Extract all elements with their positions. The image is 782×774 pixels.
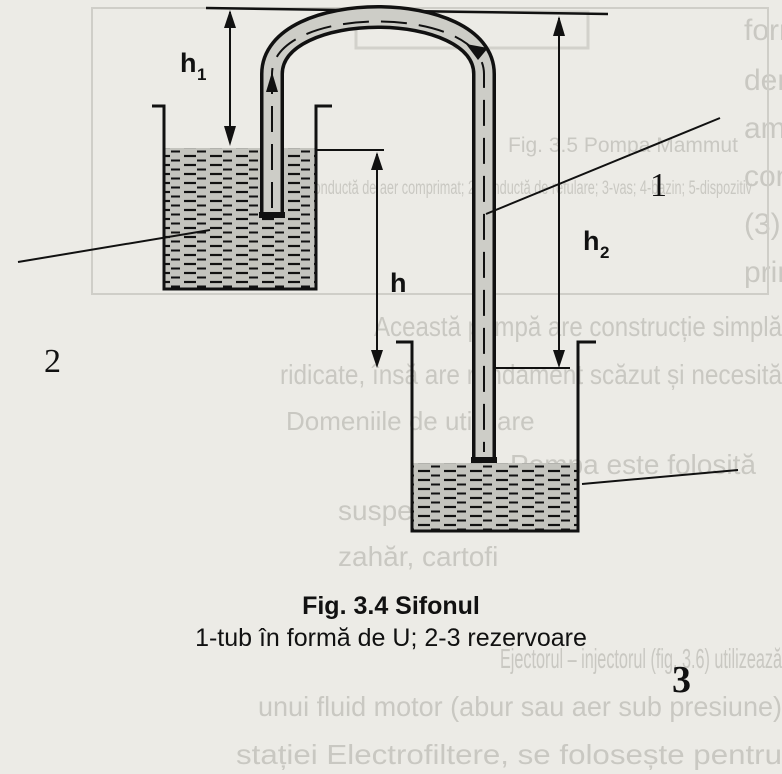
figure-caption-subtitle: 1-tub în formă de U; 2-3 rezervoare	[195, 624, 587, 652]
label-h1-subscript: 1	[197, 65, 206, 84]
bleed-line: (3).	[744, 208, 782, 241]
bleed-line: Fig. 3.5 Pompa Mammut	[508, 134, 738, 157]
bleed-line: Ejectorul – injectorul (fig. 3.6) utiliz…	[500, 643, 782, 674]
dimension-h1: h 1	[180, 10, 236, 146]
leader-line-1	[485, 117, 721, 215]
arrow-down-icon	[371, 350, 383, 368]
left-reservoir-liquid	[165, 148, 315, 288]
dimension-h: h	[371, 152, 407, 368]
u-tube	[259, 5, 497, 463]
u-tube-inlet	[259, 212, 285, 218]
arrow-up-icon	[553, 16, 565, 36]
bleed-line: stației Electrofiltere, se folosește pen…	[236, 739, 782, 770]
u-tube-flow-line	[271, 20, 485, 452]
left-reservoir-walls	[152, 104, 332, 291]
callout-2: 2	[44, 343, 61, 380]
bleed-line: form	[744, 14, 782, 47]
label-h1: h	[180, 48, 197, 78]
flow-arrow-icon	[266, 72, 278, 92]
label-h: h	[390, 268, 407, 298]
leader-line-3	[581, 469, 739, 485]
bleed-line: prin	[744, 256, 782, 289]
reservoir-right	[396, 340, 596, 533]
bleed-frame	[91, 7, 769, 295]
bleed-line: ame	[744, 112, 782, 145]
reservoir-left	[152, 104, 332, 291]
arrow-down-icon	[224, 126, 236, 146]
label-h2: h	[583, 226, 600, 256]
dimension-h2: h 2	[553, 16, 609, 368]
arrow-down-icon	[553, 350, 565, 368]
callout-1: 1	[650, 167, 667, 204]
figure-caption-title: Fig. 3.4 Sifonul	[302, 592, 480, 620]
bleed-line: ridicate, însă are randament scăzut și n…	[280, 359, 782, 390]
bleed-line: con	[744, 160, 782, 193]
bleed-line: den	[744, 64, 782, 97]
bleed-line: Această pompă are construcție simplă	[374, 311, 782, 342]
callout-3: 3	[672, 659, 691, 701]
u-tube-outlet	[471, 457, 497, 463]
right-reservoir-walls	[396, 340, 596, 533]
bleed-line: 1-conductă de aer comprimat; 2-conductă …	[296, 178, 752, 199]
label-h2-subscript: 2	[600, 243, 609, 262]
bleed-line: unui fluid motor (abur sau aer sub presi…	[258, 691, 782, 722]
bleed-line: Domeniile de utilizare	[286, 406, 535, 436]
right-reservoir-liquid	[413, 463, 577, 530]
arrow-up-icon	[224, 10, 236, 28]
bleed-through-text: form den ame con (3). prin Fig. 3.5 Pomp…	[91, 7, 782, 770]
flow-arrow-icon	[466, 44, 488, 60]
bleed-line: zahăr, cartofi	[338, 541, 498, 572]
leader-line-2	[17, 229, 211, 263]
arrow-up-icon	[371, 152, 383, 170]
